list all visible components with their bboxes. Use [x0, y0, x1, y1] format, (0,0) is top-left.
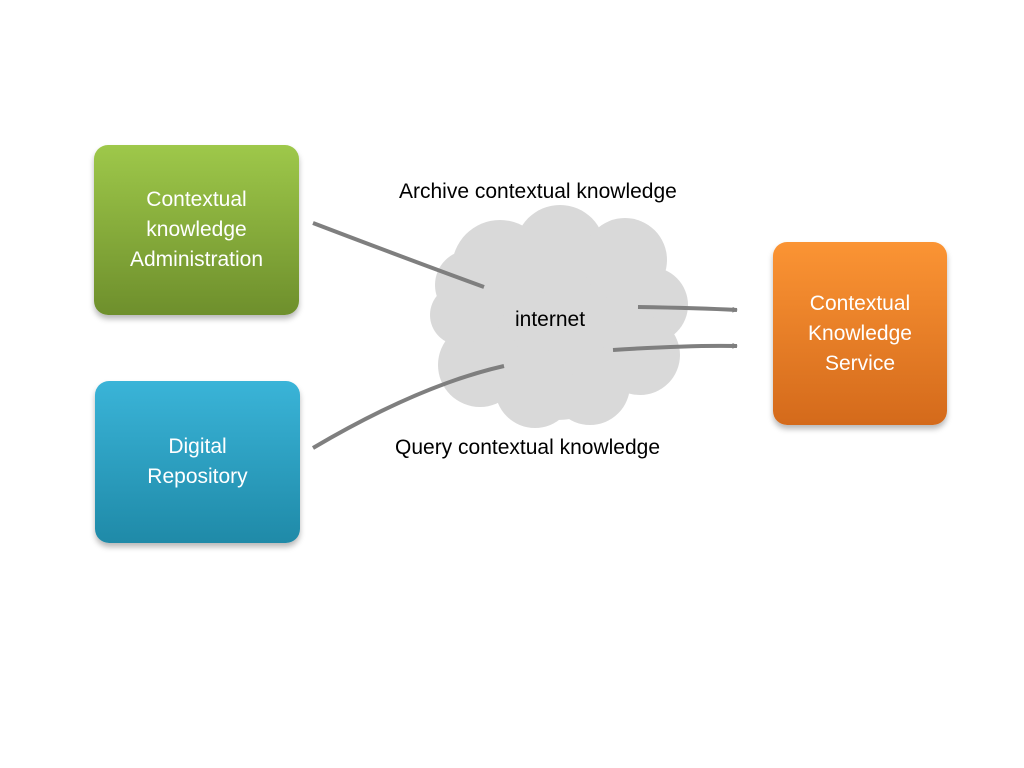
node-admin-line-3: Administration: [129, 248, 264, 271]
arrow-cloud-to-service-lower: [612, 343, 738, 352]
node-contextual-knowledge-service: Contextual Knowledge Service: [773, 242, 947, 425]
node-repo-line-1: Digital: [168, 435, 227, 458]
node-service-line-2: Knowledge: [808, 321, 912, 345]
label-internet: internet: [515, 308, 586, 331]
node-admin-line-1: Contextual: [146, 188, 247, 211]
node-contextual-knowledge-administration: Contextual knowledge Administration: [94, 145, 299, 315]
node-repo-line-2: Repository: [147, 465, 248, 488]
connector-admin-to-cloud: [312, 221, 485, 289]
node-admin-line-2: knowledge: [146, 218, 247, 241]
arrow-cloud-to-service-upper: [637, 305, 738, 313]
label-archive-contextual-knowledge: Archive contextual knowledge: [399, 180, 677, 203]
node-service-line-3: Service: [824, 351, 896, 375]
connector-repo-to-cloud: [311, 364, 505, 450]
label-query-contextual-knowledge: Query contextual knowledge: [395, 436, 660, 459]
internet-cloud: [430, 205, 688, 428]
node-service-line-1: Contextual: [809, 291, 911, 315]
node-digital-repository: Digital Repository: [95, 381, 300, 543]
